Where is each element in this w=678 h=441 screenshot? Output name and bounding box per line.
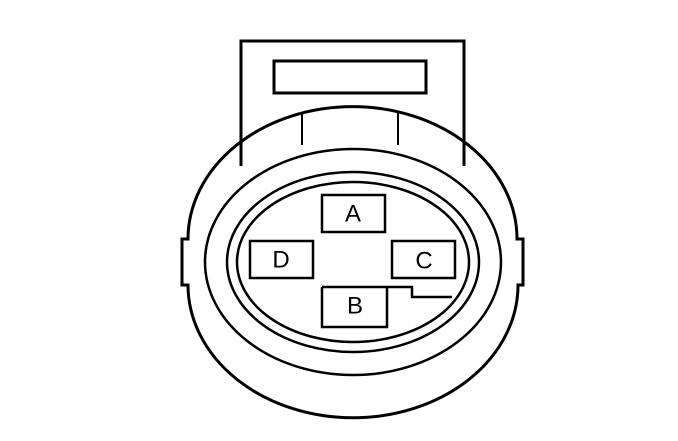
outer-shell — [180, 105, 525, 420]
pin-a-cavity — [320, 193, 387, 234]
pin-d-label: D — [272, 247, 289, 274]
locking-tab-slot — [272, 59, 428, 95]
pin-a-label: A — [345, 201, 361, 228]
pin-b-cavity — [322, 285, 452, 299]
pin-d-cavity — [248, 239, 315, 280]
shell-inner-ring — [203, 147, 503, 377]
pin-c-label: C — [415, 248, 432, 275]
pin-c-cavity — [390, 239, 457, 280]
terminal-face — [235, 180, 471, 344]
pin-b-cavity-box — [320, 287, 389, 329]
pin-b-label: B — [347, 293, 363, 320]
seal-ring — [225, 170, 481, 354]
locking-tab — [239, 39, 466, 166]
